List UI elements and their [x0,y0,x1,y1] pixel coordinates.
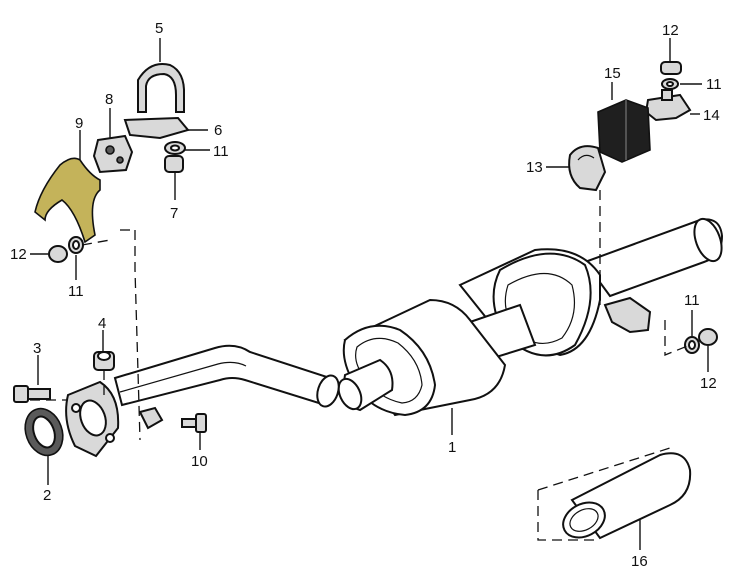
washer-11-top [661,78,679,90]
bracket-6 [123,116,190,140]
washer-11a [164,141,186,155]
bolt [13,385,51,403]
rubber-block-15 [597,99,651,163]
label-part-6: 6 [214,122,222,139]
label-part-13: 13 [526,159,543,176]
label-part-10: 10 [191,453,208,470]
washer-11-right [684,336,700,354]
label-part-11-left: 11 [68,283,84,300]
callout-labels: 1 2 3 4 5 6 7 8 9 10 11 11 11 11 12 12 1… [10,20,722,570]
label-part-15: 15 [604,65,621,82]
label-part-14: 14 [703,107,720,124]
nut-12-top [660,61,682,75]
bracket-9 [34,157,101,244]
label-part-2: 2 [43,487,51,504]
rubber-mount [92,134,134,174]
nut-12-left [48,245,68,263]
leader-lines [30,38,709,550]
nut [93,351,115,371]
label-part-7: 7 [170,205,178,222]
label-part-9: 9 [75,115,83,132]
label-part-11-right: 11 [684,292,700,309]
washer-11-left [68,236,84,254]
label-part-16: 16 [631,553,648,570]
label-part-12-right: 12 [700,375,717,392]
label-part-4: 4 [98,315,106,332]
u-bolt [137,63,186,113]
nut-7 [164,155,184,173]
label-part-3: 3 [33,340,41,357]
label-part-8: 8 [105,91,113,108]
tail-pipe [562,452,692,540]
gasket [24,407,64,457]
label-part-1: 1 [448,439,456,456]
silencer-assembly [337,217,724,417]
label-part-12-top-right: 12 [662,22,679,39]
label-part-12-left: 12 [10,246,27,263]
flange [65,380,120,458]
nut-12-right [698,328,718,346]
clamp-13 [568,145,607,192]
label-part-11-top-right: 11 [706,76,722,93]
label-part-11-upper: 11 [213,143,229,160]
hanger-bracket [603,296,652,334]
assembly-lines [30,190,691,541]
pipe-bracket [138,406,207,433]
bracket-14 [644,89,692,122]
label-part-5: 5 [155,20,163,37]
front-pipe [113,344,340,408]
